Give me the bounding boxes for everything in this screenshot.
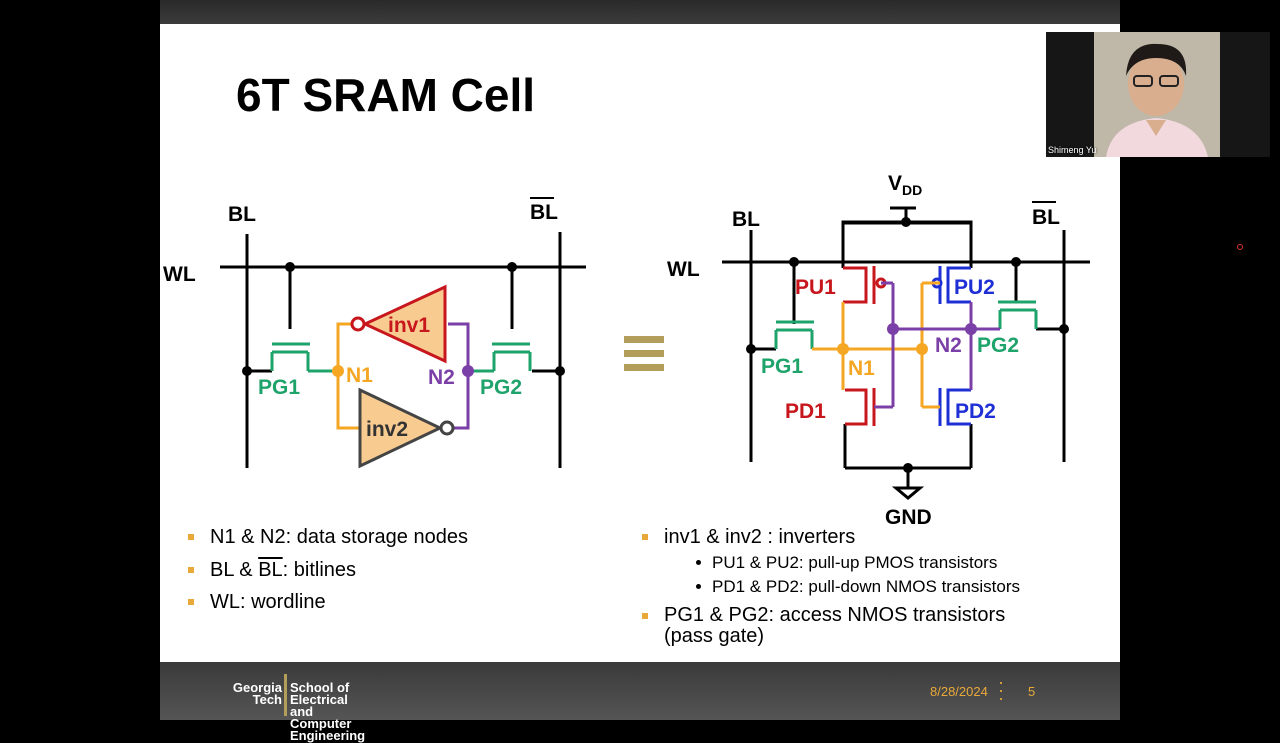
left-wl-label: WL — [163, 263, 196, 286]
right-pg1-transistor — [774, 320, 814, 349]
right-gnd-label: GND — [885, 506, 932, 529]
slide: 6T SRAM Cell — [160, 24, 1120, 662]
left-pg2-label: PG2 — [480, 376, 522, 399]
right-pu2-label: PU2 — [954, 276, 995, 299]
gnd-junction — [903, 463, 913, 473]
right-pg1-label: PG1 — [761, 355, 803, 378]
bullet-text: inv1 & inv2 : inverters — [664, 526, 856, 548]
participant-video-tile[interactable]: Shimeng Yu — [1046, 32, 1270, 157]
blb-pg2-junction — [555, 366, 565, 376]
wl-pg2-junction — [507, 262, 517, 272]
sub-bullet-marker — [696, 584, 701, 589]
logo-text: Georgia Tech — [220, 680, 282, 707]
right-vdd-label: VDD — [888, 172, 922, 198]
right-n2-node-inner — [887, 323, 899, 335]
bullet-text: WL: wordline — [210, 591, 326, 613]
n1-node — [332, 365, 344, 377]
vdd-junction — [901, 217, 911, 227]
slide-footer: Georgia Tech School of Electrical and Co… — [160, 662, 1120, 742]
vdd-main: V — [888, 172, 902, 195]
bullet-text-overline: BL — [258, 559, 283, 581]
right-pu1-label: PU1 — [795, 276, 836, 299]
logo-line-1: Georgia — [232, 680, 282, 695]
sub-bullet-text: PU1 & PU2: pull-up PMOS transistors — [712, 553, 998, 572]
left-bl-label: BL — [228, 203, 256, 226]
left-sram-diagram: BL BL WL PG1 PG2 N1 N2 inv1 inv2 — [163, 197, 586, 469]
vdd-subscript: DD — [902, 182, 922, 198]
right-pg2-transistor — [998, 300, 1038, 329]
right-n2-label: N2 — [935, 334, 962, 357]
inv1-symbol — [361, 284, 447, 364]
logo-line-2: Tech — [252, 692, 282, 707]
n2-node — [462, 365, 474, 377]
right-n1-label: N1 — [848, 357, 875, 380]
sub-bullet-pullup: PU1 & PU2: pull-up PMOS transistors — [696, 553, 998, 573]
right-blb-label: BL — [1032, 206, 1060, 229]
right-bl-label: BL — [732, 208, 760, 231]
bullet-marker — [642, 613, 648, 619]
page-number: 5 — [1028, 684, 1036, 699]
bl-pg1-junction — [242, 366, 252, 376]
inv2-symbol — [358, 387, 444, 469]
laser-pointer-icon — [1237, 244, 1243, 250]
bullet-text-pre: BL & — [210, 559, 259, 581]
right-pd2-label: PD2 — [955, 400, 996, 423]
bullet-marker — [188, 534, 194, 540]
participant-name: Shimeng Yu — [1048, 145, 1097, 155]
right-n1-node-inner — [916, 343, 928, 355]
right-wl-label: WL — [667, 258, 700, 281]
window-top-bar — [160, 0, 1120, 24]
inv2-bubble — [439, 420, 455, 436]
right-wl-pg1-junction — [789, 257, 799, 267]
sub-bullet-text: PD1 & PD2: pull-down NMOS transistors — [712, 577, 1020, 596]
right-sram-diagram: VDD BL BL WL PU1 PU2 PG1 PG2 N1 N2 PD1 P… — [667, 172, 1090, 529]
school-line-1: School of Electrical and — [290, 680, 350, 719]
right-pd1-label: PD1 — [785, 400, 826, 423]
participant-avatar — [1046, 32, 1270, 157]
right-pg2-label: PG2 — [977, 334, 1019, 357]
bullet-text-post: : bitlines — [282, 559, 357, 581]
left-inv1-label: inv1 — [388, 314, 430, 337]
footer-divider-dots: ··· — [998, 672, 1004, 708]
pd1-transistor — [845, 388, 876, 426]
bullet-wordline: WL: wordline — [188, 591, 326, 614]
wl-pg1-junction — [285, 262, 295, 272]
right-bl-junction — [746, 344, 756, 354]
bullet-inverters: inv1 & inv2 : inverters — [642, 526, 856, 549]
bullet-marker — [188, 567, 194, 573]
left-pg1-label: PG1 — [258, 376, 300, 399]
logo-divider — [284, 674, 287, 716]
right-n2-node — [965, 323, 977, 335]
bullet-text: N1 & N2: data storage nodes — [210, 526, 468, 548]
left-n1-label: N1 — [346, 364, 373, 387]
inv1-bubble — [350, 316, 366, 332]
right-blb-junction — [1059, 324, 1069, 334]
school-line-2: Computer Engineering — [290, 716, 366, 743]
pu1-transistor — [843, 266, 887, 304]
right-n1-node — [837, 343, 849, 355]
bullet-text-line1: PG1 & PG2: access NMOS transistors — [664, 604, 1006, 626]
footer-date: 8/28/2024 — [930, 684, 988, 699]
bullet-storage-nodes: N1 & N2: data storage nodes — [188, 526, 468, 549]
bullet-marker — [188, 599, 194, 605]
bullet-bitlines: BL & BL: bitlines — [188, 559, 357, 582]
right-wl-pg2-junction — [1011, 257, 1021, 267]
bullet-pass-gate: PG1 & PG2: access NMOS transistors (pass… — [642, 604, 1006, 647]
left-inv2-label: inv2 — [366, 418, 408, 441]
pg2-transistor — [468, 342, 532, 373]
left-n2-label: N2 — [428, 366, 455, 389]
equivalence-symbol — [624, 336, 664, 371]
school-name: School of Electrical and Computer Engine… — [290, 680, 366, 743]
bullet-text-line2: (pass gate) — [664, 625, 765, 647]
sub-bullet-pulldown: PD1 & PD2: pull-down NMOS transistors — [696, 577, 1020, 597]
slide-title: 6T SRAM Cell — [236, 69, 536, 121]
left-blb-label: BL — [530, 201, 558, 224]
sub-bullet-marker — [696, 560, 701, 565]
bullet-marker — [642, 534, 648, 540]
